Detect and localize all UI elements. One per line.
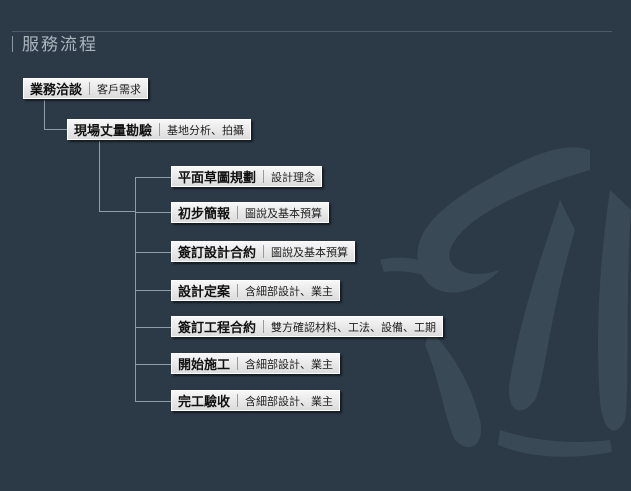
divider: [237, 206, 239, 219]
step-5-design-contract: 簽訂設計合約 圖說及基本預算: [171, 241, 356, 262]
step-label: 簽訂設計合約: [178, 246, 257, 261]
connector-7: [135, 327, 171, 328]
step-label: 簽訂工程合約: [178, 321, 257, 336]
step-detail: 含細部設計、業主: [245, 357, 334, 371]
step-detail: 基地分析、拍攝: [167, 123, 245, 137]
step-3-floor-plan: 平面草圖規劃 設計理念: [171, 166, 323, 187]
connector-4: [135, 212, 171, 213]
step-detail: 設計理念: [271, 170, 316, 184]
connector-2-trunk: [99, 141, 100, 212]
step-detail: 含細部設計、業主: [245, 284, 334, 298]
step-detail: 圖說及基本預算: [271, 245, 349, 259]
divider: [159, 123, 161, 136]
step-label: 開始施工: [178, 358, 231, 373]
step-4-briefing: 初步簡報 圖說及基本預算: [171, 202, 330, 223]
step-9-completion-inspection: 完工驗收 含細部設計、業主: [171, 390, 341, 411]
step-8-start-construction: 開始施工 含細部設計、業主: [171, 353, 341, 374]
divider: [263, 170, 265, 183]
connector-9: [135, 401, 171, 402]
connector-5: [135, 252, 171, 253]
title-accent-bar: [12, 36, 13, 52]
divider: [237, 394, 239, 407]
header-rule: [12, 31, 612, 32]
step-label: 初步簡報: [178, 207, 231, 222]
divider: [237, 284, 239, 297]
connector-spine: [135, 177, 136, 402]
connector-6: [135, 290, 171, 291]
step-7-construction-contract: 簽訂工程合約 雙方確認材料、工法、設備、工期: [171, 316, 444, 337]
connector-3: [135, 177, 171, 178]
divider: [237, 357, 239, 370]
divider: [263, 245, 265, 258]
step-6-design-finalized: 設計定案 含細部設計、業主: [171, 280, 341, 301]
connector-2-branch: [99, 211, 135, 212]
connector-1-2: [44, 100, 45, 130]
divider: [89, 82, 91, 95]
connector-1-2-h: [44, 129, 68, 130]
step-label: 現場丈量勘驗: [74, 124, 153, 139]
step-2-site-survey: 現場丈量勘驗 基地分析、拍攝: [67, 119, 252, 140]
step-detail: 含細部設計、業主: [245, 394, 334, 408]
step-detail: 雙方確認材料、工法、設備、工期: [271, 320, 437, 334]
step-label: 業務洽談: [30, 83, 83, 98]
step-detail: 圖說及基本預算: [245, 206, 323, 220]
step-1-business-consult: 業務洽談 客戶需求: [23, 78, 149, 99]
page-title: 服務流程: [22, 35, 98, 55]
step-label: 平面草圖規劃: [178, 171, 257, 186]
step-label: 設計定案: [178, 285, 231, 300]
step-label: 完工驗收: [178, 395, 231, 410]
step-detail: 客戶需求: [97, 82, 142, 96]
connector-8: [135, 364, 171, 365]
divider: [263, 320, 265, 333]
